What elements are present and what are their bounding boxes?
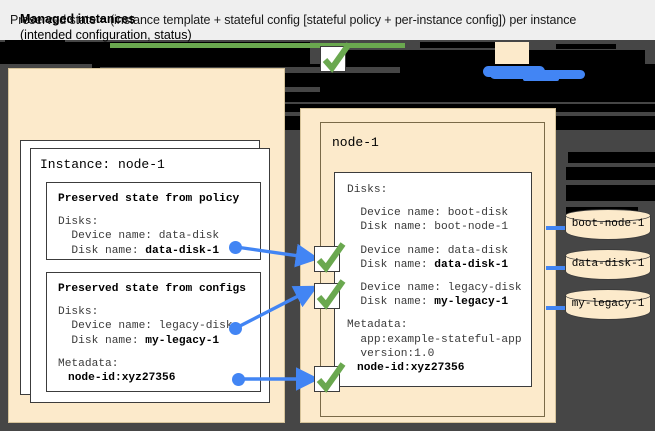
green-underline [110,43,405,48]
preserved-state-policy-box: Preserved state from policy Disks: Devic… [46,182,261,260]
redaction-bar [420,42,510,48]
blue-highlight [490,70,585,79]
caption-text: Preserved state = (instance template + s… [10,13,577,27]
cream-tab [495,42,529,64]
redaction-bar [568,152,655,163]
disk-label: data-disk-1 [571,258,645,270]
data-disk-name-prefix: Disk name: [347,258,435,271]
disk-cylinder-icon: boot-node-1 [565,209,651,242]
caption-bar: Preserved state = (instance template + s… [0,0,655,40]
redaction-bar [556,44,616,49]
policy-disk-name-line: Disk name: data-disk-1 [58,244,260,258]
preserved-state-configs-box: Preserved state from configs Disks: Devi… [46,272,261,392]
redaction-bar [5,40,65,44]
disk-connector-line [546,266,568,270]
configs-disk-name-line: Disk name: my-legacy-1 [58,334,260,348]
configs-box-header: Preserved state from configs [58,283,246,295]
managed-instances-title: Managed instances (intended configuratio… [20,12,270,59]
blue-highlight [523,76,559,81]
disk-connector-line [546,306,568,310]
policy-disk-name-prefix: Disk name: [58,244,146,257]
node-metadata-label: Metadata: [347,319,408,332]
check-mark-icon [320,42,352,73]
boot-disk-device: Device name: boot-disk [347,207,509,220]
redaction-bar [566,167,655,180]
legacy-disk-device: Device name: legacy-disk [347,282,522,295]
policy-disks-label: Disks: [58,216,99,229]
data-disk-name-value: data-disk-1 [434,258,509,271]
disk-connector-line [546,226,568,230]
disk-cylinder-icon: data-disk-1 [565,249,651,282]
configs-device-name: Device name: legacy-disk [58,320,233,333]
connector-origin-dot [229,241,242,254]
data-disk-device: Device name: data-disk [347,244,509,257]
redaction-bar [566,185,655,201]
connector-origin-dot [232,373,245,386]
node-metadata-app: app:example-stateful-app [347,333,522,346]
node-metadata-node-id: node-id:xyz27356 [357,362,465,375]
managed-instances-subtitle: (intended configuration, status) [20,27,192,42]
disk-label: boot-node-1 [571,218,645,230]
legacy-disk-name-line: Disk name: my-legacy-1 [347,295,531,309]
check-mark-icon [314,242,346,273]
configs-metadata-label: Metadata: [58,357,119,370]
connector-origin-dot [229,322,242,335]
policy-box-header: Preserved state from policy [58,193,240,205]
legacy-disk-name-prefix: Disk name: [347,296,435,309]
node-details-box: Disks: Device name: boot-disk Disk name:… [334,172,532,387]
arrow-policy-to-data-disk [235,243,320,268]
boot-disk-name: Disk name: boot-node-1 [347,221,509,234]
gray-overlay [0,64,10,102]
disk-cylinder-icon: my-legacy-1 [565,289,651,322]
policy-disk-name-value: data-disk-1 [145,244,220,257]
configs-disk-name-prefix: Disk name: [58,334,146,347]
node-label: node-1 [332,135,379,150]
configs-disks-label: Disks: [58,306,99,319]
data-disk-name-line: Disk name: data-disk-1 [347,258,531,272]
node-disks-label: Disks: [347,184,388,196]
policy-device-name: Device name: data-disk [58,230,220,243]
arrow-configs-to-legacy-disk [235,285,319,330]
check-mark-icon [314,362,346,393]
disk-label: my-legacy-1 [571,298,645,310]
managed-instances-autogenerated: autogenerated [20,43,107,57]
configs-metadata-value: node-id:xyz27356 [68,372,176,385]
instance-label: Instance: node-1 [40,157,165,172]
legacy-disk-name-value: my-legacy-1 [434,296,509,309]
disk-top [565,249,651,262]
disk-top [565,209,651,222]
managed-instances-heading: Managed instances [20,12,136,26]
disk-top [565,289,651,302]
configs-disk-name-value: my-legacy-1 [145,334,220,347]
node-metadata-version: version:1.0 [347,347,435,360]
check-mark-icon [314,279,346,310]
